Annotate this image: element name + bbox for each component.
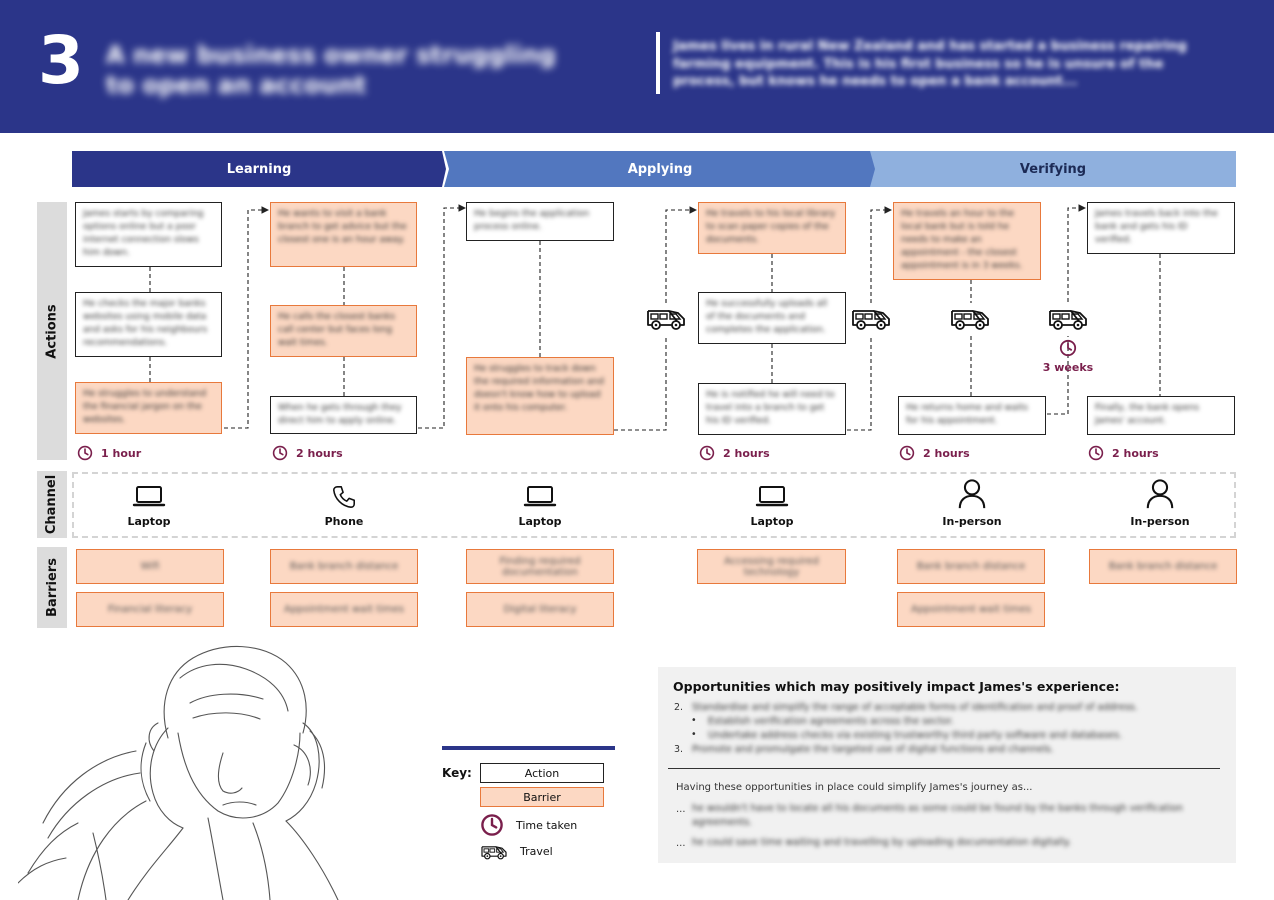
benefit-item: he wouldn't have to locate all his docum… (692, 803, 1183, 828)
ellipsis: … (676, 804, 686, 815)
action-box: Finally, the bank opens James' account. (1087, 396, 1235, 435)
journey-intro: James lives in rural New Zealand and has… (673, 39, 1187, 90)
action-box: He is notified he will need to travel in… (698, 383, 846, 435)
channel-laptop: Laptop (717, 484, 827, 528)
channel-frame (72, 472, 1236, 538)
opportunity-item: Standardise and simplify the range of ac… (692, 702, 1138, 713)
bullet: • (691, 729, 697, 740)
row-label-actions: Actions (37, 202, 67, 460)
key-divider (442, 746, 615, 750)
benefit-item: he could save time waiting and travellin… (692, 837, 1071, 848)
simplify-text: Having these opportunities in place coul… (676, 782, 1033, 793)
car-icon (850, 304, 892, 332)
key-label: Key: (442, 766, 472, 780)
phase-learning: Learning (72, 151, 446, 187)
barrier-tag: Wifi (76, 549, 224, 584)
key-action: Action (480, 763, 604, 783)
barrier-tag: Appointment wait times (897, 592, 1045, 627)
phone-icon (330, 484, 358, 510)
row-label-barriers: Barriers (37, 547, 67, 628)
action-box: James starts by comparing options online… (75, 202, 222, 267)
channel-in-person: In-person (1105, 484, 1215, 528)
barrier-tag: Appointment wait times (270, 592, 418, 627)
car-icon (645, 304, 687, 332)
barrier-tag: Bank branch distance (1089, 549, 1237, 584)
header-divider (656, 32, 660, 94)
clock-icon (272, 445, 288, 461)
barrier-tag: Bank branch distance (897, 549, 1045, 584)
list-number: 2. (674, 702, 684, 713)
car-icon (1047, 304, 1089, 332)
barrier-action-box: He struggles to track down the required … (466, 357, 614, 435)
opportunities-panel: Opportunities which may positively impac… (658, 667, 1236, 863)
bullet: • (691, 715, 697, 726)
barrier-action-box: He travels to his local library to scan … (698, 202, 846, 254)
barrier-tag: Financial literacy (76, 592, 224, 627)
key-travel: Travel (480, 842, 553, 861)
barrier-tag: Bank branch distance (270, 549, 418, 584)
barrier-tag: Finding required documentation (466, 549, 614, 584)
laptop-icon (132, 484, 166, 510)
list-number: 3. (674, 744, 684, 755)
key-barrier: Barrier (480, 787, 604, 807)
clock-icon (1088, 445, 1104, 461)
car-icon (480, 842, 508, 861)
laptop-icon (523, 484, 557, 510)
car-icon (949, 304, 991, 332)
action-box: He returns home and waits for his appoin… (898, 396, 1046, 435)
page-header: 3 A new business owner struggling to ope… (0, 0, 1274, 133)
barrier-action-box: He travels an hour to the local bank but… (893, 202, 1041, 280)
opportunity-item: Promote and promulgate the targeted use … (692, 744, 1054, 755)
time-taken: 2 hours (699, 445, 770, 461)
key-time: Time taken (480, 813, 577, 837)
time-taken: 2 hours (1088, 445, 1159, 461)
time-taken: 2 hours (899, 445, 970, 461)
ellipsis: … (676, 838, 686, 849)
time-taken: 2 hours (272, 445, 343, 461)
opportunities-title: Opportunities which may positively impac… (673, 679, 1120, 694)
phase-applying: Applying (444, 151, 876, 187)
person-icon (1145, 478, 1175, 510)
time-taken: 1 hour (77, 445, 141, 461)
channel-laptop: Laptop (94, 484, 204, 528)
clock-icon (899, 445, 915, 461)
journey-title: A new business owner struggling to open … (106, 41, 556, 99)
person-icon (957, 478, 987, 510)
action-box: James travels back into the bank and get… (1087, 202, 1235, 254)
channel-in-person: In-person (917, 484, 1027, 528)
barrier-action-box: He struggles to understand the financial… (75, 382, 222, 434)
opportunity-subitem: Undertake address checks via existing tr… (708, 730, 1123, 741)
laptop-icon (755, 484, 789, 510)
action-box: When he gets through they direct him to … (270, 396, 417, 434)
action-box: He checks the major banks websites using… (75, 292, 222, 357)
action-box: He begins the application process online… (466, 202, 614, 241)
clock-icon (77, 445, 93, 461)
clock-icon (699, 445, 715, 461)
barrier-action-box: He calls the closest banks call center b… (270, 305, 417, 357)
channel-laptop: Laptop (485, 484, 595, 528)
person-illustration (18, 645, 339, 900)
time-label: 3 weeks (1042, 361, 1094, 374)
opportunities-divider (668, 768, 1220, 769)
clock-icon (480, 813, 504, 837)
row-label-channel: Channel (37, 471, 67, 538)
barrier-tag: Digital literacy (466, 592, 614, 627)
barrier-action-box: He wants to visit a bank branch to get a… (270, 202, 417, 267)
channel-phone: Phone (289, 484, 399, 528)
opportunity-subitem: Establish verification agreements across… (708, 716, 954, 727)
barrier-tag: Accessing required technology (697, 549, 846, 584)
journey-number: 3 (38, 22, 84, 99)
phase-verifying: Verifying (870, 151, 1236, 187)
clock-icon (1059, 339, 1077, 357)
action-box: He successfully uploads all of the docum… (698, 292, 846, 344)
